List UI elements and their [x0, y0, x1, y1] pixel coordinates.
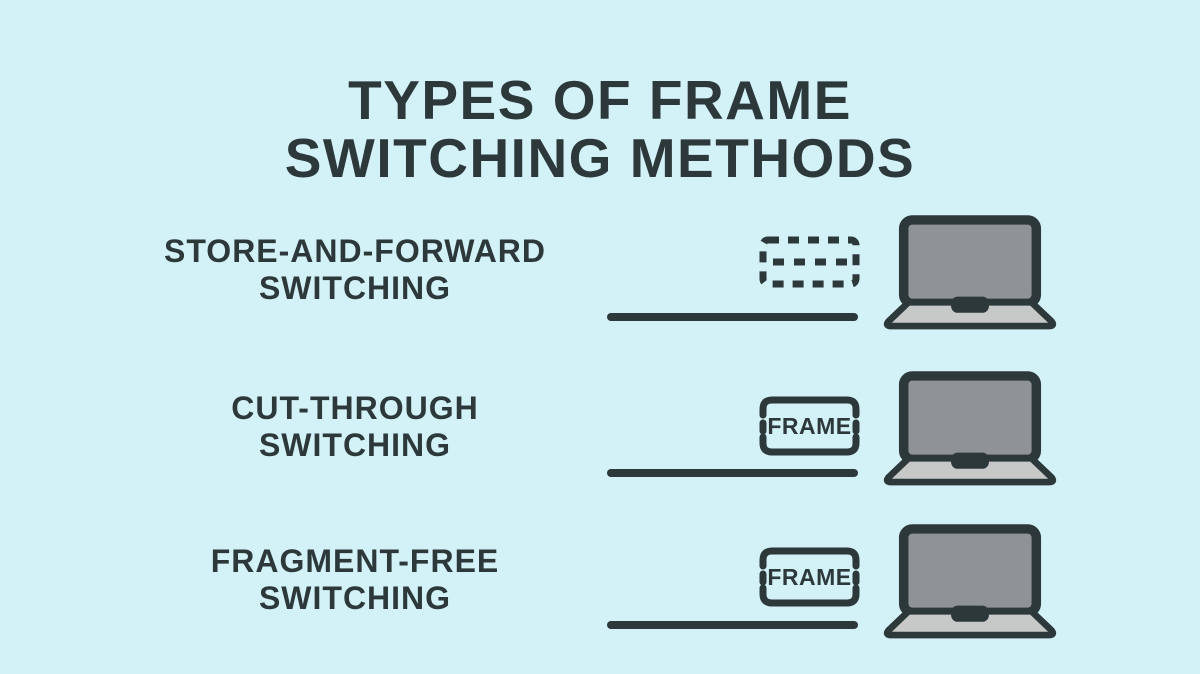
row-label-line1: CUT-THROUGH [231, 390, 479, 426]
laptop-icon [880, 521, 1060, 643]
empty-dashed-frame-icon [759, 236, 860, 288]
row-label-store-and-forward: STORE-AND-FORWARD SWITCHING [55, 233, 655, 307]
laptop-graphic [883, 371, 1057, 486]
empty-dashed-frame-graphic [759, 236, 860, 288]
laptop-graphic [883, 215, 1057, 330]
row-label-line1: STORE-AND-FORWARD [163, 233, 547, 269]
page-title-line1: TYPES OF FRAME [348, 68, 852, 131]
row-label-fragment-free: FRAGMENT-FREE SWITCHING [55, 543, 655, 617]
frame-box-icon: FRAME [759, 396, 860, 456]
wire-line [607, 313, 858, 321]
page-title-line2: SWITCHING METHODS [284, 126, 916, 189]
laptop-graphic [883, 524, 1057, 639]
row-label-line1: FRAGMENT-FREE [210, 543, 500, 579]
frame-label: FRAME [767, 412, 852, 439]
row-label-line2: SWITCHING [258, 270, 452, 306]
page-title: TYPES OF FRAME SWITCHING METHODS [0, 71, 1200, 187]
frame-box-graphic [759, 396, 860, 456]
row-label-line2: SWITCHING [258, 427, 452, 463]
wire-line [607, 469, 858, 477]
frame-box-graphic [759, 547, 860, 607]
row-label-line2: SWITCHING [258, 580, 452, 616]
frame-box-icon: FRAME [759, 547, 860, 607]
frame-label: FRAME [767, 563, 852, 590]
laptop-icon [880, 368, 1060, 490]
laptop-icon [880, 212, 1060, 334]
row-label-cut-through: CUT-THROUGH SWITCHING [55, 390, 655, 464]
wire-line [607, 621, 858, 629]
